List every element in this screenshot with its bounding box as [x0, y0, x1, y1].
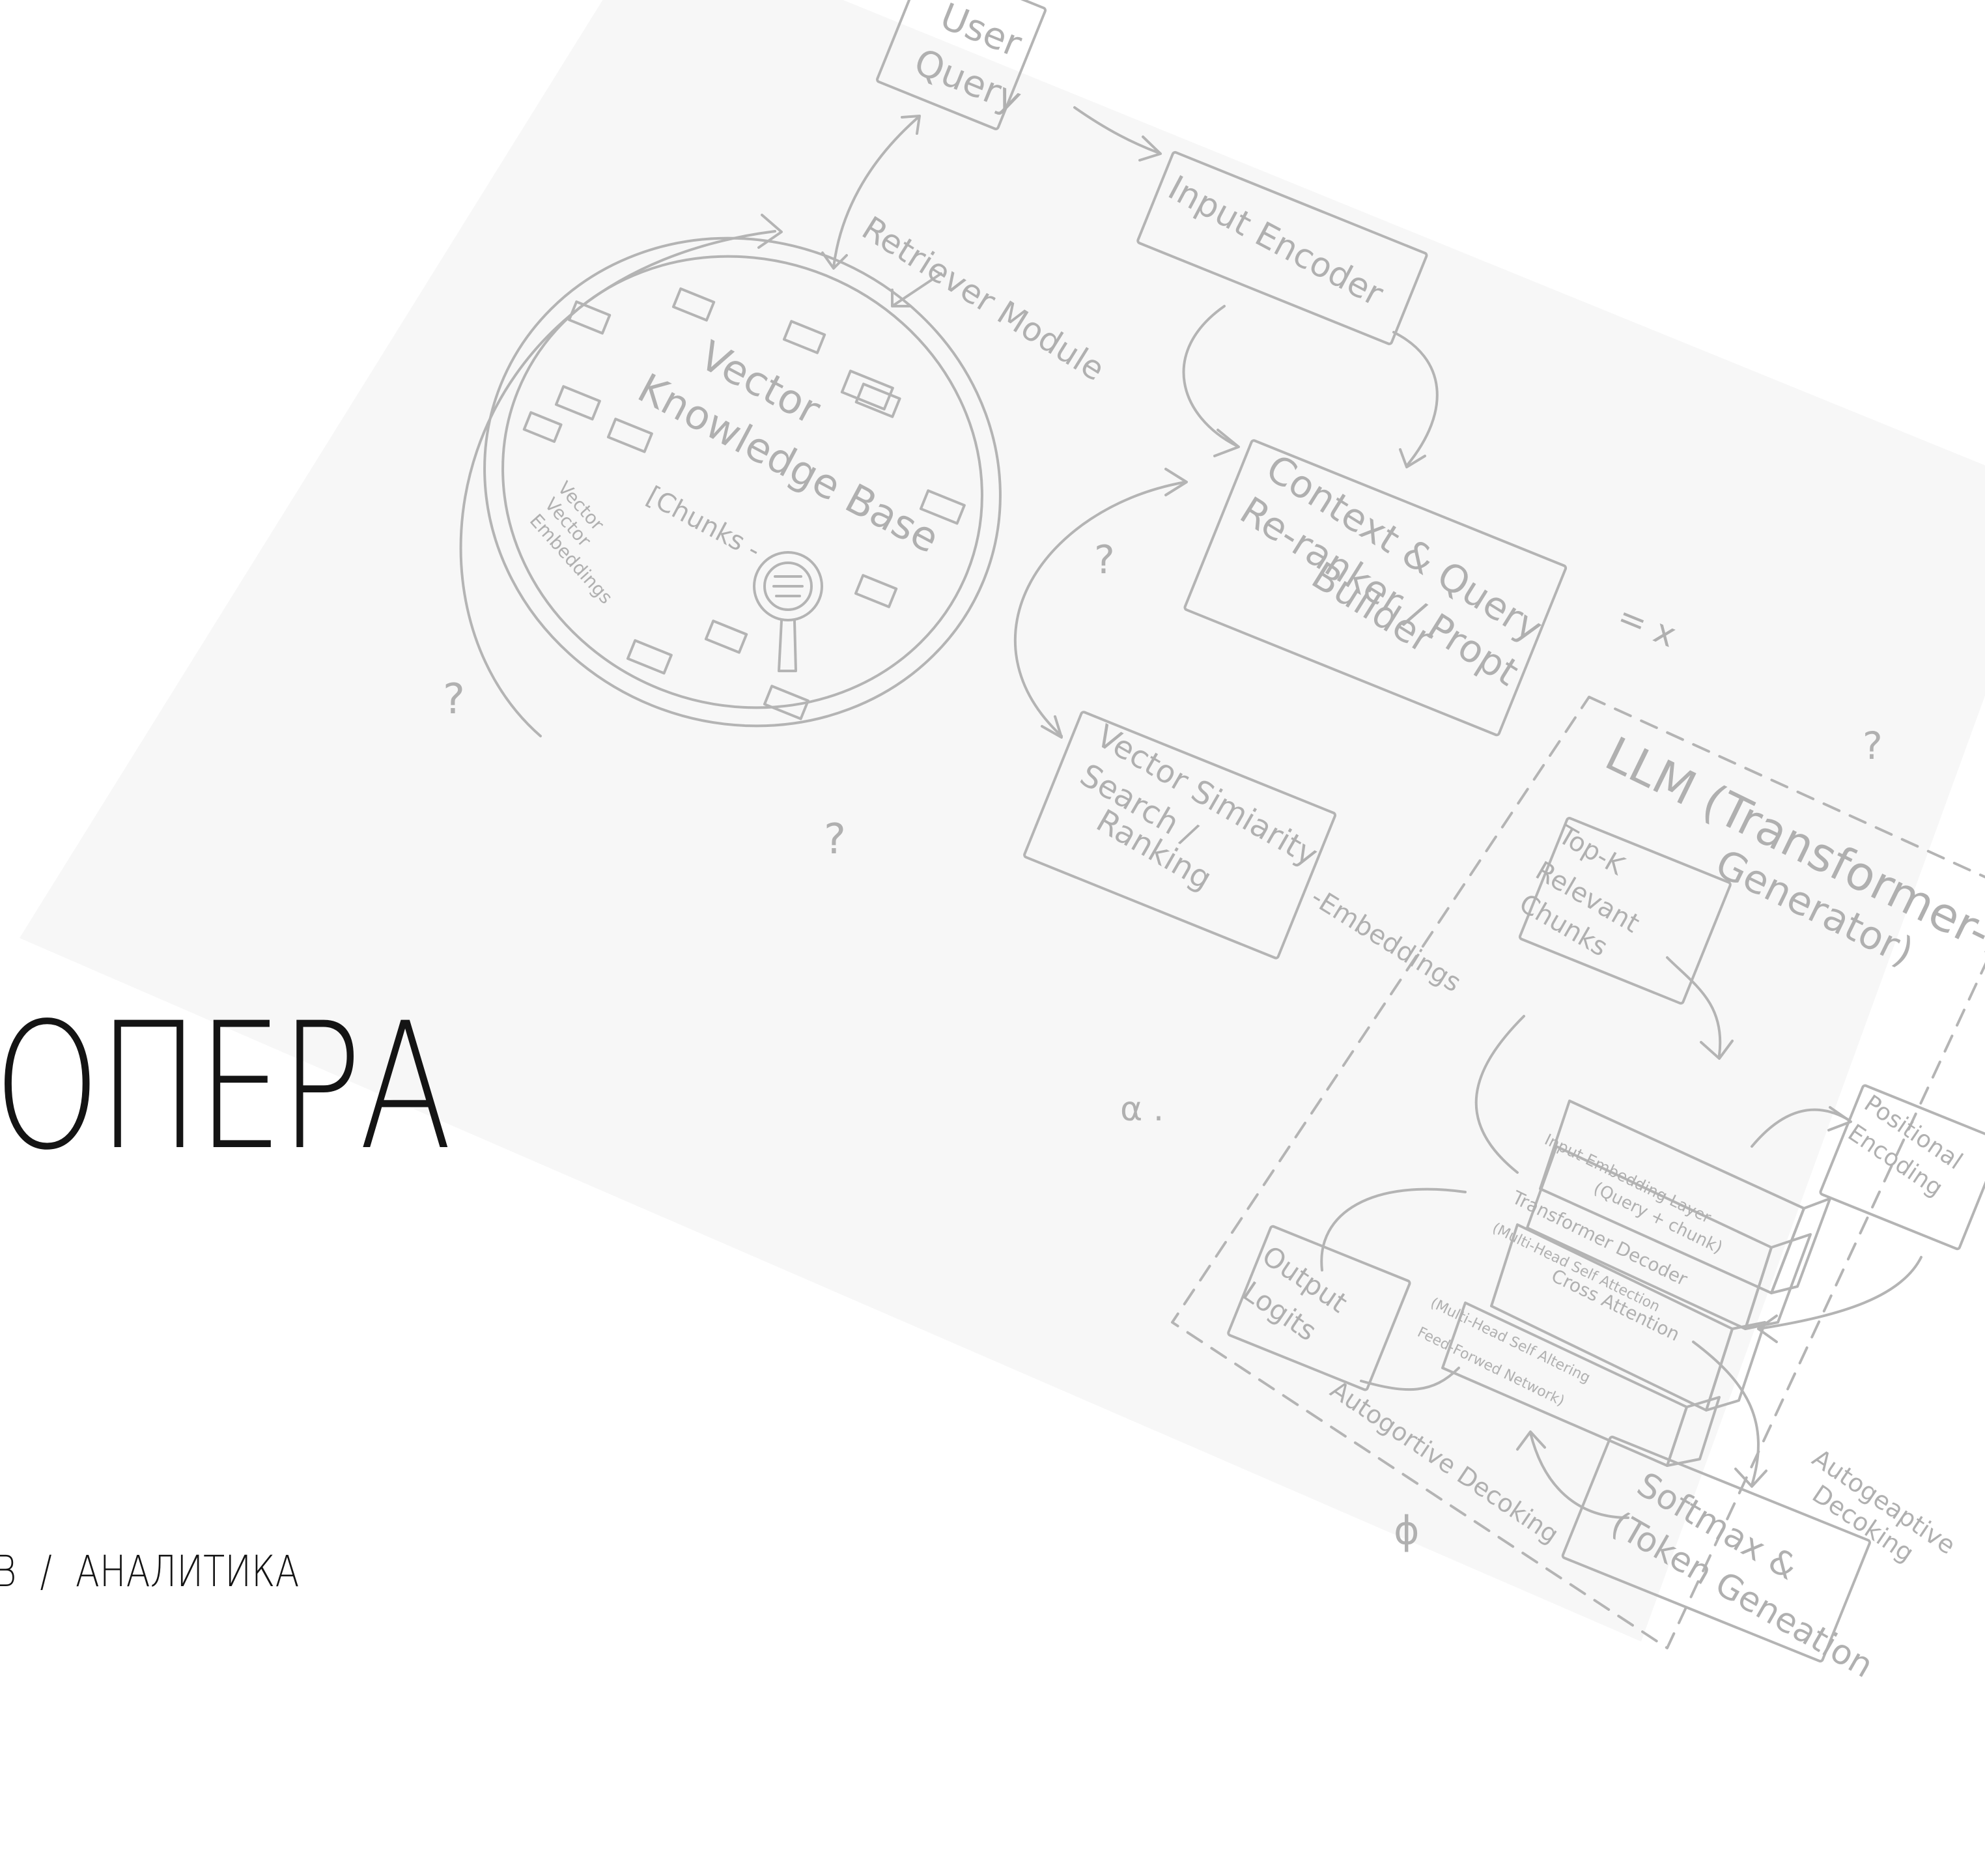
question-mark-3: ?	[1094, 537, 1115, 583]
breadcrumb: В/АНАЛИТИКА	[0, 1550, 300, 1593]
llm-container	[1171, 696, 1985, 1649]
sketch-paper-card	[20, 0, 1985, 1642]
softmax-box	[1561, 1436, 1871, 1663]
similarity-search-box	[1023, 711, 1337, 959]
input-encoder-box	[1136, 150, 1428, 345]
rerank-search-loop	[1013, 481, 1187, 737]
positional-encoding-box	[1819, 1084, 1985, 1251]
breadcrumb-item-prev[interactable]: В	[0, 1550, 16, 1593]
page-title: ОПЕРА	[0, 986, 452, 1189]
breadcrumb-separator: /	[40, 1546, 52, 1597]
knowledge-chunks	[522, 287, 966, 720]
query-encoder-arrow	[1073, 106, 1161, 154]
breadcrumb-item-current[interactable]: АНАЛИТИКА	[75, 1546, 300, 1597]
question-mark-4: ?	[1863, 724, 1883, 768]
top-k-box	[1518, 817, 1732, 1005]
question-mark-1: ?	[443, 675, 465, 724]
phi-mark: ϕ	[1394, 1508, 1420, 1554]
alpha-mark: α .	[1120, 1090, 1164, 1129]
question-mark-2: ?	[824, 816, 846, 864]
magnifier-icon	[753, 551, 823, 672]
knowledge-base-circle	[483, 236, 1002, 728]
user-query-box	[876, 0, 1047, 130]
reranker-box	[1183, 439, 1568, 737]
transformer-stack	[1441, 1100, 1831, 1467]
output-logits-box	[1227, 1225, 1411, 1391]
retrieval-loop-arrow	[459, 230, 776, 737]
query-retriever-arrow	[832, 116, 920, 268]
